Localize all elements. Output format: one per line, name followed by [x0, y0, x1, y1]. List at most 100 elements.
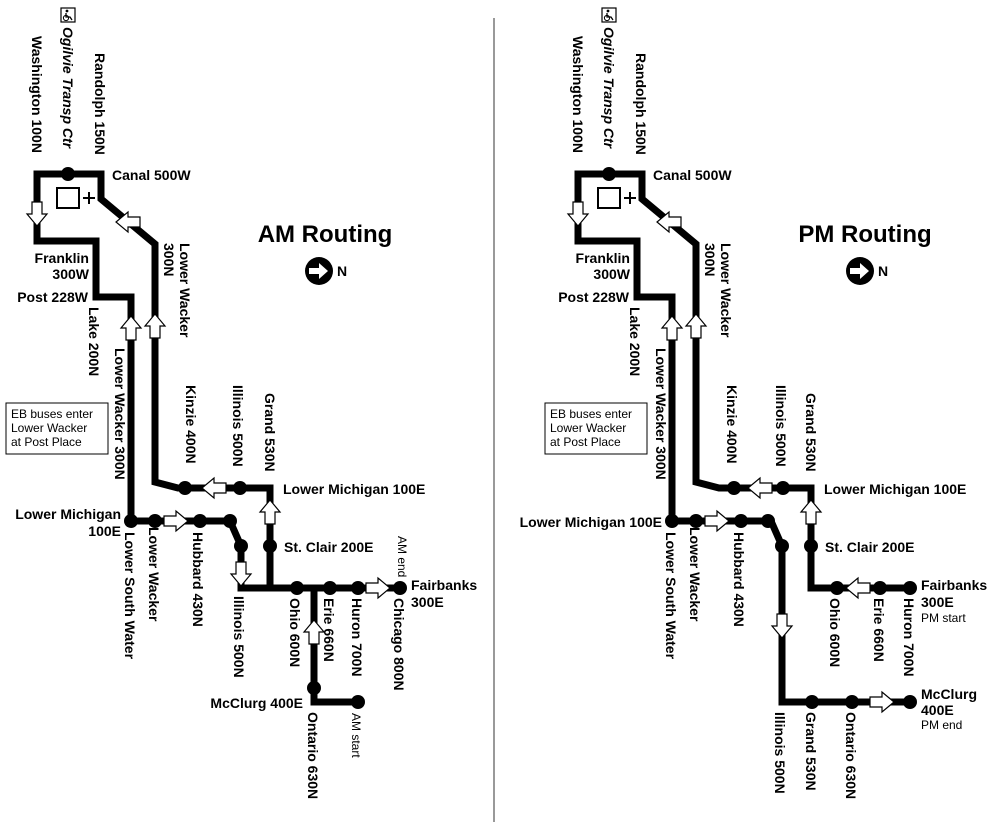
label-ontario: Ontario 630N: [843, 712, 859, 799]
stop-marker: [873, 581, 887, 595]
label-ohio: Ohio 600N: [287, 598, 303, 667]
ogilvie-building-icon: [597, 187, 636, 209]
label-ohio: Ohio 600N: [827, 598, 843, 667]
direction-arrow: [869, 691, 895, 713]
stop-marker: [263, 539, 277, 553]
label-fairbanks-1: Fairbanks: [411, 577, 477, 593]
note-line: EB buses enter: [11, 407, 93, 421]
panel-title: AM Routing: [258, 221, 393, 248]
label-lower-michigan-right: Lower Michigan 100E: [283, 481, 425, 497]
direction-arrow: [163, 510, 189, 532]
note-pm-start: PM start: [921, 611, 966, 625]
note-am-end: AM end: [395, 536, 409, 577]
panel-title: PM Routing: [798, 221, 931, 248]
label-mcclurg: McClurg 400E: [210, 695, 303, 711]
note-line: Lower Wacker: [550, 421, 626, 435]
stop-marker: [61, 167, 75, 181]
label-illinois-lower: Illinois 500N: [772, 712, 788, 794]
label-mcclurg-1: McClurg: [921, 686, 977, 702]
stop-marker: [734, 514, 748, 528]
label-lower-wacker-300n-top-2: 300N: [161, 243, 177, 276]
label-grand: Grand 530N: [262, 393, 278, 472]
label-grand-lower: Grand 530N: [803, 712, 819, 791]
label-fairbanks-2: 300E: [411, 594, 444, 610]
stop-marker: [665, 514, 679, 528]
label-ontario: Ontario 630N: [305, 712, 321, 799]
direction-arrow: [747, 477, 773, 499]
direction-arrow: [661, 315, 683, 341]
label-lower-wacker-300n-top-2: 300N: [702, 243, 718, 276]
label-washington: Washington 100N: [570, 36, 586, 153]
label-lower-south-water: Lower South Water: [663, 532, 679, 660]
label-lower-wacker-300n-top-1: Lower Wacker: [718, 243, 734, 338]
stop-marker: [903, 695, 917, 709]
stop-marker: [689, 514, 703, 528]
label-lower-wacker: Lower Wacker: [146, 527, 162, 622]
note-line: at Post Place: [11, 435, 82, 449]
label-huron: Huron 700N: [901, 598, 917, 677]
label-illinois-upper: Illinois 500N: [230, 385, 246, 467]
stop-marker: [830, 581, 844, 595]
label-erie: Erie 660N: [871, 598, 887, 662]
north-arrow-icon: N: [846, 257, 888, 285]
label-fairbanks-1: Fairbanks: [921, 577, 987, 593]
direction-arrow: [567, 201, 589, 227]
note-box: EB buses enter Lower Wacker at Post Plac…: [5, 402, 109, 455]
note-line: Lower Wacker: [11, 421, 87, 435]
stop-marker: [903, 581, 917, 595]
direction-arrow: [800, 499, 822, 525]
direction-arrow: [230, 561, 252, 587]
label-lower-michigan-1: Lower Michigan: [15, 506, 121, 522]
label-lower-wacker-300n: Lower Wacker 300N: [653, 348, 669, 480]
label-illinois-lower: Illinois 500N: [231, 596, 247, 678]
direction-arrow: [771, 613, 793, 639]
wheelchair-icon: [60, 7, 76, 23]
stop-marker: [775, 539, 789, 553]
label-franklin-2: 300W: [52, 266, 89, 282]
label-franklin-2: 300W: [593, 266, 630, 282]
am-panel: Washington 100N Ogilvie Transp Ctr Rando…: [5, 7, 477, 799]
note-line: EB buses enter: [550, 407, 632, 421]
direction-arrow: [26, 201, 48, 227]
label-lower-michigan-2: 100E: [88, 523, 121, 539]
label-lower-michigan-right: Lower Michigan 100E: [824, 481, 966, 497]
direction-arrow: [120, 315, 142, 341]
direction-arrow: [704, 510, 730, 532]
label-randolph: Randolph 150N: [92, 53, 108, 155]
label-franklin-1: Franklin: [576, 250, 630, 266]
label-post: Post 228W: [558, 289, 630, 305]
label-lower-south-water: Lower South Water: [122, 532, 138, 660]
note-line: at Post Place: [550, 435, 621, 449]
direction-arrow: [685, 313, 707, 339]
label-fairbanks-2: 300E: [921, 594, 954, 610]
note-box: EB buses enter Lower Wacker at Post Plac…: [544, 402, 648, 455]
label-st-clair: St. Clair 200E: [825, 539, 915, 555]
stop-marker: [805, 695, 819, 709]
stop-marker: [234, 539, 248, 553]
stop-marker: [124, 514, 138, 528]
direction-arrow: [845, 577, 871, 599]
label-st-clair: St. Clair 200E: [284, 539, 374, 555]
north-label: N: [878, 263, 888, 279]
label-lake: Lake 200N: [627, 307, 643, 376]
label-ogilvie: Ogilvie Transp Ctr: [601, 27, 617, 150]
ogilvie-building-icon: [56, 187, 95, 209]
label-kinzie: Kinzie 400N: [183, 385, 199, 464]
label-mcclurg-2: 400E: [921, 702, 954, 718]
note-pm-end: PM end: [921, 718, 962, 732]
label-lower-wacker: Lower Wacker: [687, 527, 703, 622]
label-hubbard: Hubbard 430N: [190, 532, 206, 627]
label-lower-michigan-left: Lower Michigan 100E: [520, 514, 662, 530]
label-randolph: Randolph 150N: [633, 53, 649, 155]
label-franklin-1: Franklin: [35, 250, 89, 266]
label-lower-wacker-300n-top-1: Lower Wacker: [177, 243, 193, 338]
label-post: Post 228W: [17, 289, 89, 305]
direction-arrow: [365, 577, 391, 599]
label-lower-wacker-300n: Lower Wacker 300N: [112, 348, 128, 480]
stop-marker: [602, 167, 616, 181]
direction-arrow: [201, 477, 227, 499]
label-huron: Huron 700N: [349, 598, 365, 677]
label-erie: Erie 660N: [321, 598, 337, 662]
wheelchair-icon: [601, 7, 617, 23]
